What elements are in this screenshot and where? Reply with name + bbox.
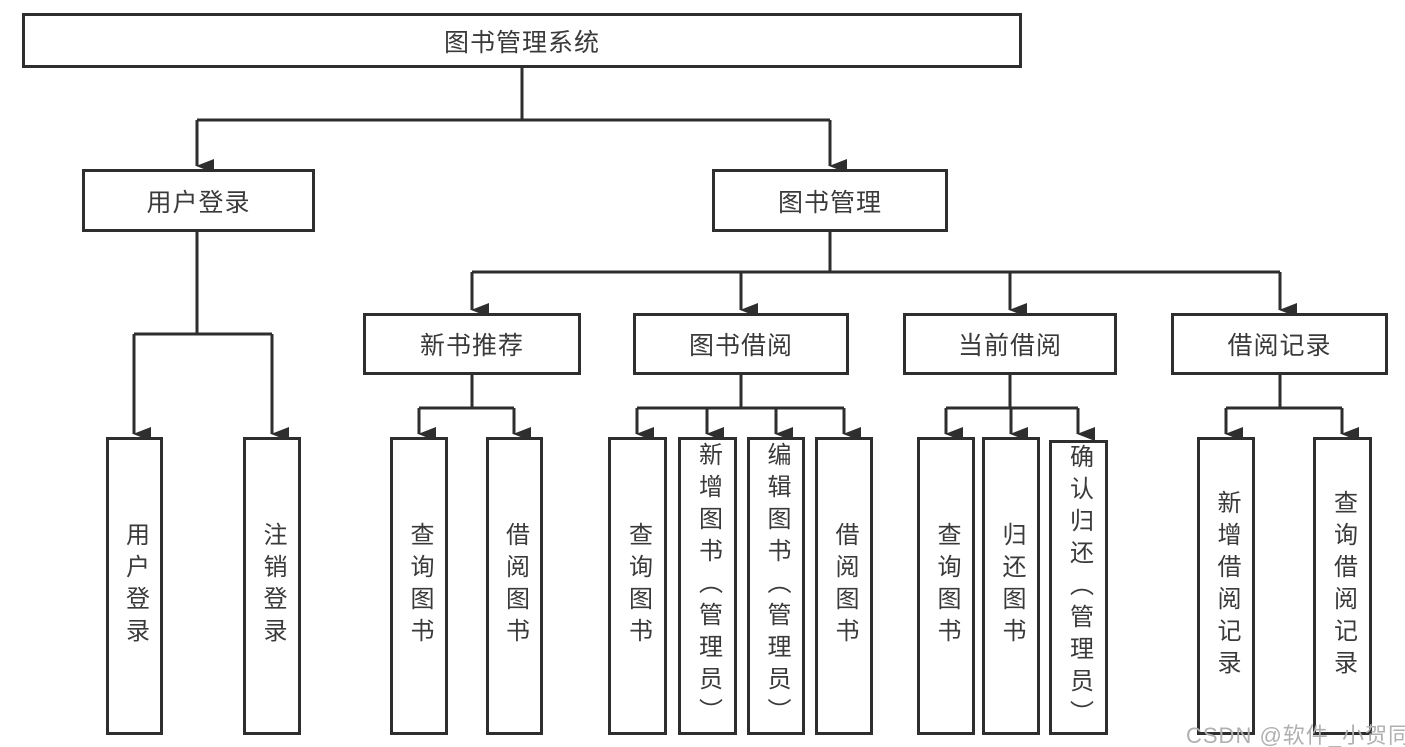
node-root: 图书管理系统 (22, 13, 1022, 68)
node-new-books-label: 新书推荐 (419, 332, 524, 360)
connector-login-split (134, 232, 272, 336)
node-leaf-records-add-label: 新增借阅记录 (1213, 490, 1240, 682)
node-book-borrow-label: 图书借阅 (688, 332, 793, 360)
node-leaf-newbooks-query: 查询图书 (390, 437, 448, 735)
connector-newbooks-split (419, 375, 514, 410)
node-book-management-label: 图书管理 (777, 188, 882, 217)
node-leaf-borrow-add: 新增图书（管理员） (678, 437, 737, 735)
connector-current-split (946, 375, 1078, 410)
node-leaf-records-query-label: 查询借阅记录 (1329, 490, 1357, 682)
node-book-borrow: 图书借阅 (633, 313, 849, 375)
node-user-login-label: 用户登录 (146, 188, 251, 217)
node-leaf-current-query: 查询图书 (917, 437, 975, 735)
node-borrow-records-label: 借阅记录 (1227, 332, 1332, 360)
connector-records-split (1226, 375, 1342, 410)
connector-borrow-split (637, 375, 844, 410)
node-leaf-current-confirm: 确认归还（管理员） (1049, 440, 1108, 735)
node-leaf-current-return-label: 归还图书 (998, 522, 1025, 650)
node-leaf-borrow-borrow-label: 借阅图书 (831, 522, 858, 650)
node-root-label: 图书管理系统 (443, 28, 600, 57)
node-leaf-borrow-query-label: 查询图书 (624, 522, 652, 650)
node-leaf-borrow-borrow: 借阅图书 (815, 437, 873, 735)
node-leaf-borrow-edit-label: 编辑图书（管理员） (763, 442, 790, 730)
node-current-borrow-label: 当前借阅 (957, 332, 1062, 360)
node-leaf-current-query-label: 查询图书 (933, 522, 960, 650)
node-borrow-records: 借阅记录 (1171, 313, 1388, 375)
node-current-borrow: 当前借阅 (903, 313, 1117, 375)
node-leaf-borrow-query: 查询图书 (608, 437, 667, 735)
csdn-watermark: CSDN @软件_小贺同学 (1186, 723, 1405, 747)
node-leaf-records-add: 新增借阅记录 (1197, 437, 1255, 735)
connector-root-split (197, 68, 830, 122)
node-leaf-records-query: 查询借阅记录 (1313, 437, 1372, 735)
node-leaf-user-login: 用户登录 (106, 437, 163, 735)
node-new-books: 新书推荐 (363, 313, 581, 375)
node-user-login: 用户登录 (82, 169, 315, 232)
node-leaf-current-return: 归还图书 (982, 437, 1040, 735)
connector-mgmt-split (472, 232, 1280, 274)
node-leaf-borrow-add-label: 新增图书（管理员） (694, 442, 722, 730)
node-leaf-user-login-label: 用户登录 (121, 522, 149, 650)
node-leaf-current-confirm-label: 确认归还（管理员） (1065, 443, 1093, 732)
node-book-management: 图书管理 (712, 169, 948, 232)
node-leaf-newbooks-query-label: 查询图书 (406, 522, 433, 650)
node-leaf-logout: 注销登录 (243, 437, 301, 735)
node-leaf-newbooks-borrow-label: 借阅图书 (501, 522, 529, 650)
node-leaf-borrow-edit: 编辑图书（管理员） (747, 437, 805, 735)
node-leaf-newbooks-borrow: 借阅图书 (486, 437, 543, 735)
node-leaf-logout-label: 注销登录 (259, 522, 286, 650)
